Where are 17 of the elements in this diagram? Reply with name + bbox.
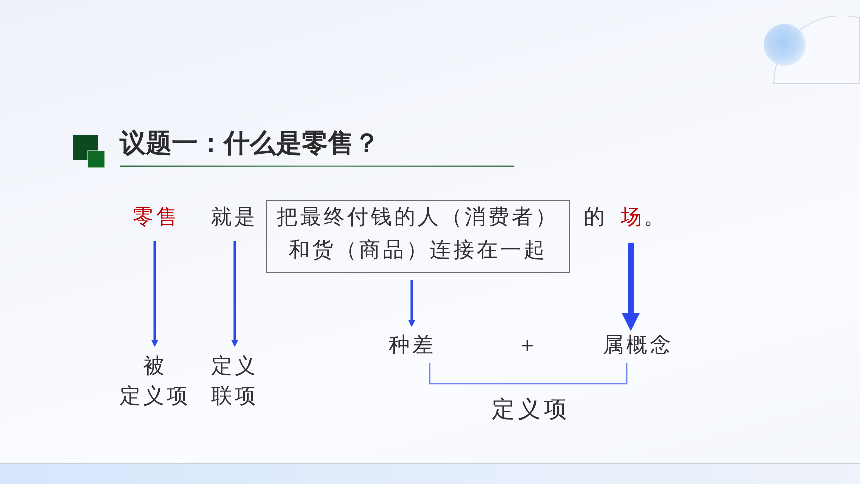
term-label: 就是 <box>211 203 258 231</box>
plus-sign: ＋ <box>517 332 540 359</box>
arrow <box>622 243 640 332</box>
title: 议题一：什么是零售？ <box>120 127 380 159</box>
bracket-label: 定义项 <box>492 396 570 425</box>
term-label: 属概念 <box>603 331 674 359</box>
term-label: 场 <box>621 203 644 231</box>
arrow <box>231 241 239 348</box>
term-label: 种差 <box>389 331 436 359</box>
term-label: 零售 <box>133 203 180 231</box>
term-label: 被定义项 <box>119 351 191 411</box>
arrow <box>151 241 159 348</box>
punctuation-mark: 。 <box>644 204 668 231</box>
arrow <box>408 280 416 328</box>
term-label: 定义联项 <box>211 351 259 411</box>
word-label: 的 <box>584 204 608 231</box>
definition-box: 把最终付钱的人（消费者）和货（商品）连接在一起 <box>266 200 570 273</box>
